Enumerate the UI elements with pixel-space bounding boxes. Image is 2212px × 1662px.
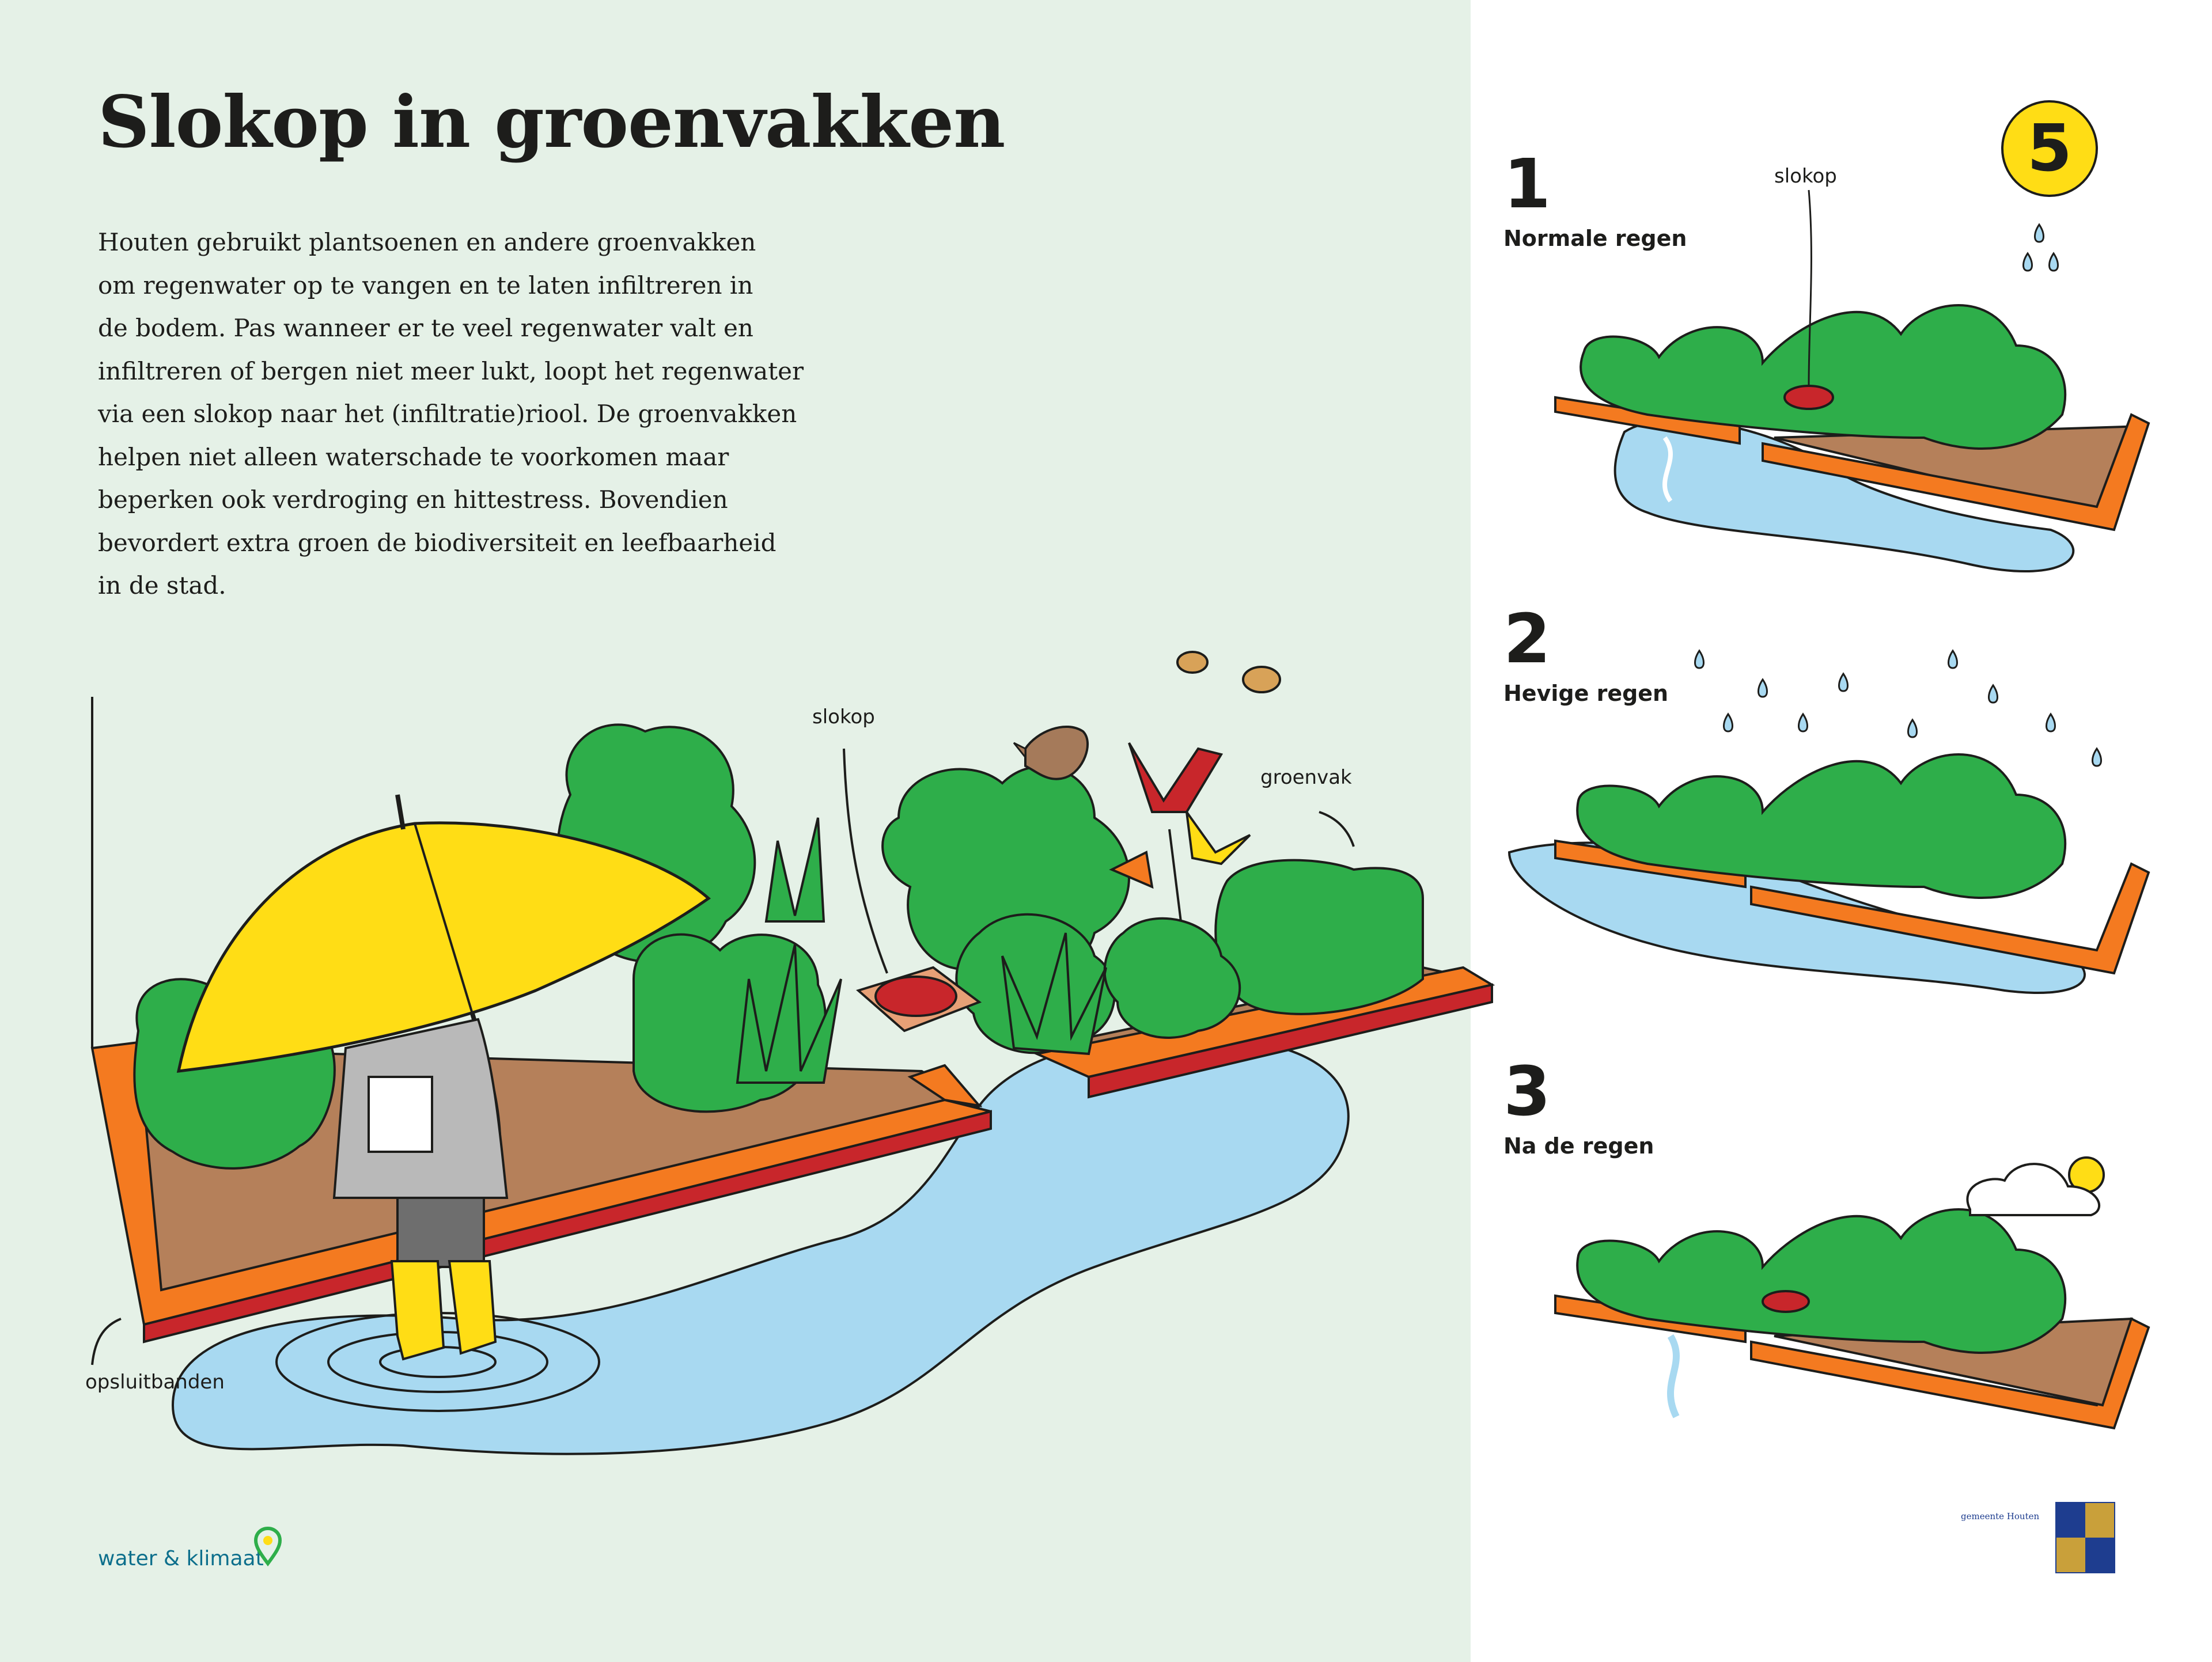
intro-text: Houten gebruikt plantsoenen en andere gr… bbox=[98, 221, 847, 608]
step-1-number: 1 bbox=[1503, 144, 1551, 223]
intro-line: via een slokop naar het (infiltratie)rio… bbox=[98, 400, 797, 428]
location-pin-icon bbox=[253, 1526, 282, 1567]
step-badge: 5 bbox=[2001, 100, 2098, 197]
step-illustrations bbox=[1508, 189, 2150, 1430]
bird-icon bbox=[1013, 726, 1089, 780]
intro-line: bevordert extra groen de biodiversiteit … bbox=[98, 528, 777, 557]
step-1-slokop-label: slokop bbox=[1774, 165, 1837, 188]
step-2-illustration bbox=[1508, 649, 2150, 994]
gemeente-houten-logo: gemeente Houten bbox=[1961, 1511, 2040, 1521]
step-3-title: Na de regen bbox=[1503, 1133, 1654, 1159]
step-2-title: Hevige regen bbox=[1503, 681, 1669, 706]
child-figure bbox=[332, 1018, 509, 1361]
raindrop-icon bbox=[2022, 223, 2059, 272]
step-2-number: 2 bbox=[1503, 599, 1551, 678]
intro-line: infiltreren of bergen niet meer lukt, lo… bbox=[98, 356, 804, 385]
intro-line: de bodem. Pas wanneer er te veel regenwa… bbox=[98, 314, 753, 342]
label-opsluitbanden: opsluitbanden bbox=[85, 1371, 225, 1394]
intro-line: in de stad. bbox=[98, 571, 226, 599]
label-groenvak: groenvak bbox=[1260, 766, 1352, 789]
step-1-title: Normale regen bbox=[1503, 226, 1687, 251]
intro-line: helpen niet alleen waterschade te voorko… bbox=[98, 442, 729, 471]
intro-line: Houten gebruikt plantsoenen en andere gr… bbox=[98, 228, 756, 256]
step-3-illustration bbox=[1554, 1208, 2150, 1430]
step-3-number: 3 bbox=[1503, 1052, 1551, 1131]
main-illustration bbox=[90, 651, 1495, 1455]
intro-line: beperken ook verdroging en hittestress. … bbox=[98, 485, 728, 514]
page-title: Slokop in groenvakken bbox=[98, 81, 1005, 164]
cloud-sun-icon bbox=[1966, 1156, 2105, 1216]
coat-of-arms-icon bbox=[2055, 1502, 2115, 1573]
bee-icon bbox=[1176, 651, 1281, 693]
water-klimaat-logo: water & klimaat bbox=[98, 1547, 264, 1570]
intro-line: om regenwater op te vangen en te laten i… bbox=[98, 271, 753, 299]
label-slokop: slokop bbox=[812, 705, 875, 728]
step-1-illustration bbox=[1554, 189, 2150, 573]
